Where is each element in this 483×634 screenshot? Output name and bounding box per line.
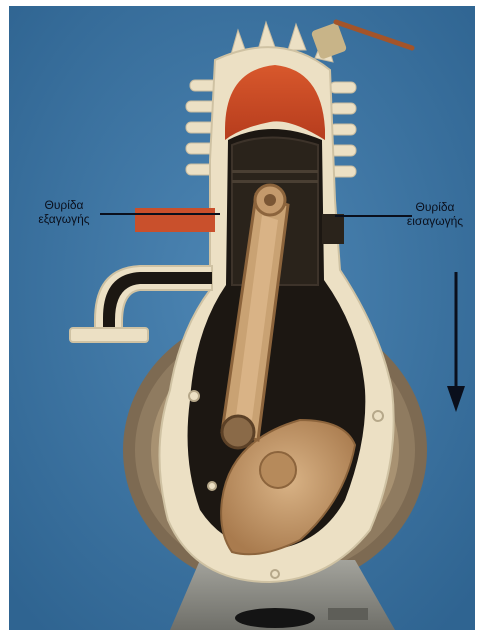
intake-port-label: Θυρίδα εισαγωγής bbox=[385, 200, 483, 228]
engine-cutaway-photo bbox=[9, 6, 475, 630]
exhaust-port-label-line2: εξαγωγής bbox=[14, 212, 114, 226]
exhaust-port-label-line1: Θυρίδα bbox=[14, 198, 114, 212]
intake-port-label-line1: Θυρίδα bbox=[385, 200, 483, 214]
exhaust-port bbox=[135, 208, 215, 232]
exhaust-port-label: Θυρίδα εξαγωγής bbox=[14, 198, 114, 226]
crankshaft-center bbox=[260, 452, 296, 488]
intake-port bbox=[322, 214, 344, 244]
intake-port-label-line2: εισαγωγής bbox=[385, 214, 483, 228]
exhaust-flange bbox=[70, 328, 148, 342]
